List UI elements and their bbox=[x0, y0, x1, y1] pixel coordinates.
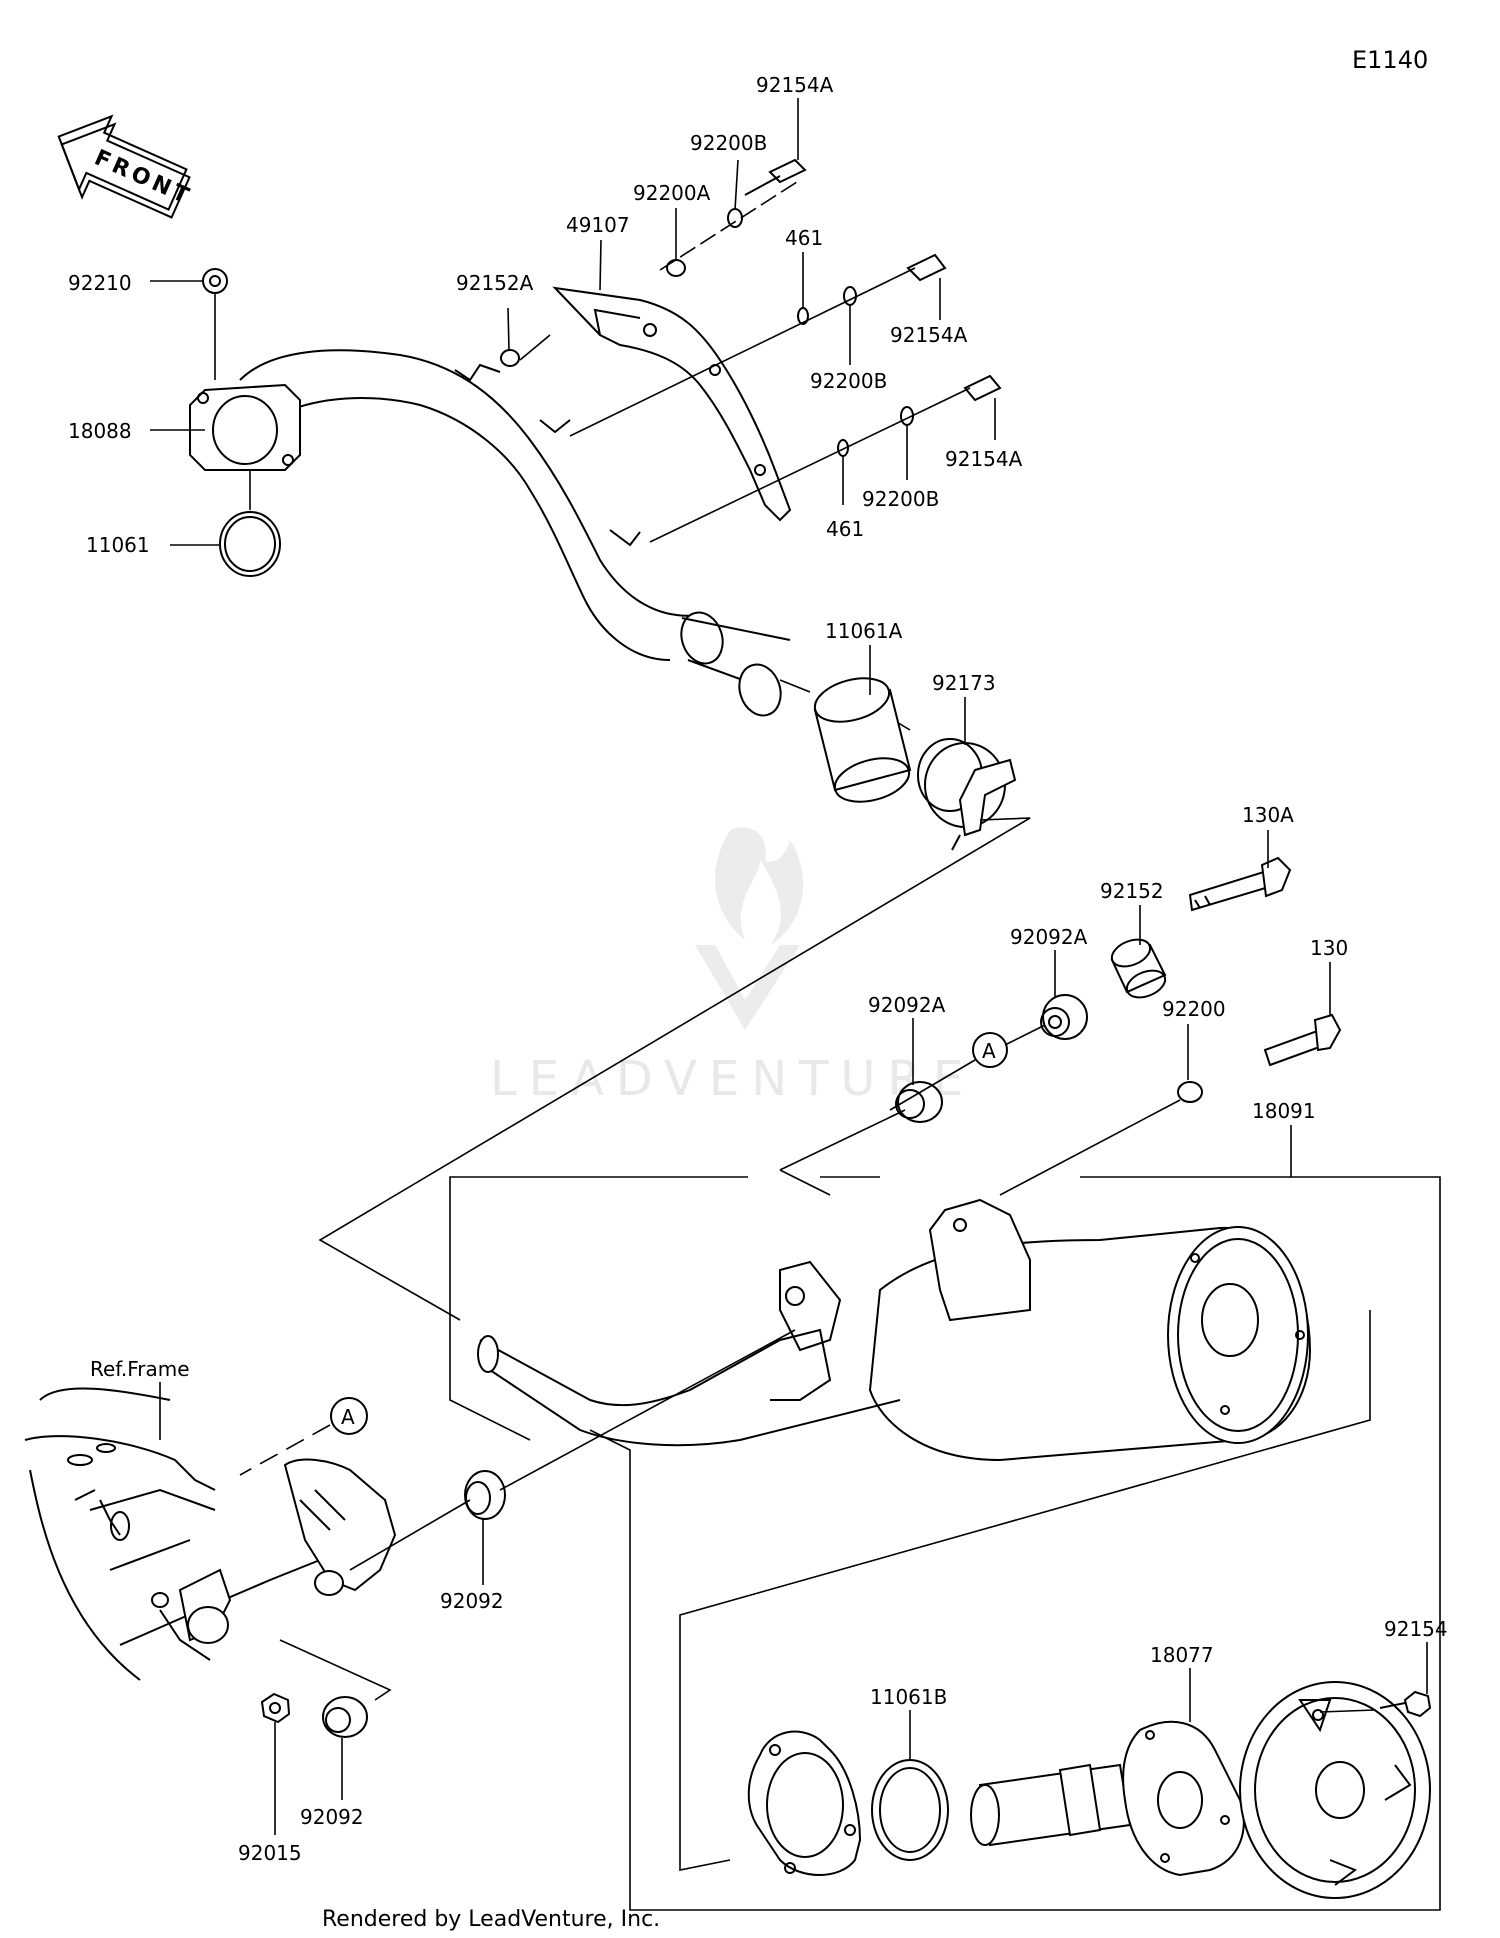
label-92200a: 92200A bbox=[633, 181, 711, 205]
label-18077: 18077 bbox=[1150, 1643, 1214, 1667]
label-92200b-mid: 92200B bbox=[810, 369, 887, 393]
collar-92152 bbox=[1110, 938, 1167, 999]
frame-reference bbox=[24, 1387, 397, 1681]
label-130a: 130A bbox=[1242, 803, 1294, 827]
grommet-92092a-left bbox=[895, 1081, 943, 1123]
nut-92015 bbox=[260, 1692, 291, 1724]
heat-guard bbox=[552, 286, 792, 522]
nut-92210 bbox=[202, 268, 228, 294]
header-flange bbox=[189, 383, 301, 471]
muffler-body bbox=[477, 1198, 1312, 1462]
bolt-92154a-low bbox=[963, 374, 1002, 402]
label-92092a-right: 92092A bbox=[1010, 925, 1088, 949]
label-92154a-top: 92154A bbox=[756, 73, 834, 97]
svg-text:A: A bbox=[341, 1405, 355, 1429]
washer-92200a bbox=[666, 259, 686, 277]
footer-credit: Rendered by LeadVenture, Inc. bbox=[322, 1907, 660, 1932]
label-92154a-low: 92154A bbox=[945, 447, 1023, 471]
label-11061b: 11061B bbox=[870, 1685, 947, 1709]
muffler-group-frame bbox=[449, 1176, 1441, 1911]
label-92200b-low: 92200B bbox=[862, 487, 939, 511]
label-11061a: 11061A bbox=[825, 619, 903, 643]
spark-arrestor-tube bbox=[970, 1763, 1132, 1847]
washer-92200 bbox=[1177, 1081, 1203, 1103]
spark-arrestor-flange bbox=[1122, 1720, 1245, 1877]
leader-lines bbox=[150, 98, 1428, 1835]
label-92200: 92200 bbox=[1162, 997, 1226, 1021]
label-461-low: 461 bbox=[826, 517, 864, 541]
grommet-92092-low bbox=[322, 1696, 368, 1738]
label-11061: 11061 bbox=[86, 533, 150, 557]
label-92092-low: 92092 bbox=[300, 1805, 364, 1829]
muffler-group-bracket bbox=[318, 817, 1031, 1321]
label-92210: 92210 bbox=[68, 271, 132, 295]
grommet-92092a-right bbox=[1040, 994, 1088, 1040]
label-92152a: 92152A bbox=[456, 271, 534, 295]
muffler-end-cap bbox=[1239, 1681, 1431, 1899]
label-92154a-mid: 92154A bbox=[890, 323, 968, 347]
label-18088: 18088 bbox=[68, 419, 132, 443]
bolt-130 bbox=[1263, 1013, 1342, 1067]
exhaust-clamp bbox=[917, 738, 1017, 851]
endcap-group-bracket bbox=[679, 1310, 1371, 1871]
exhaust-header-pipe bbox=[239, 349, 791, 717]
label-49107: 49107 bbox=[566, 213, 630, 237]
bolt-130a bbox=[1188, 856, 1292, 912]
label-130: 130 bbox=[1310, 936, 1348, 960]
bolt-92154 bbox=[1379, 1690, 1432, 1718]
pipe-sleeve-11061a bbox=[813, 677, 912, 803]
ref-marker-a-frame: A bbox=[330, 1397, 368, 1435]
label-92152: 92152 bbox=[1100, 879, 1164, 903]
label-18091: 18091 bbox=[1252, 1099, 1316, 1123]
label-92092-mid: 92092 bbox=[440, 1589, 504, 1613]
label-92015: 92015 bbox=[238, 1841, 302, 1865]
leadventure-logo-icon bbox=[695, 827, 804, 1030]
washer-92152a bbox=[500, 349, 520, 367]
label-92092a-left: 92092A bbox=[868, 993, 946, 1017]
grommet-92092-mid bbox=[464, 1470, 506, 1520]
gasket-11061b bbox=[871, 1759, 949, 1861]
front-arrow-icon: FRONT bbox=[57, 114, 196, 219]
exhaust-gasket bbox=[219, 511, 281, 577]
ref-frame-label: Ref.Frame bbox=[90, 1357, 190, 1381]
label-92173: 92173 bbox=[932, 671, 996, 695]
label-461-top: 461 bbox=[785, 226, 823, 250]
watermark-text: LEADVENTURE bbox=[490, 1051, 975, 1107]
mount-lines bbox=[239, 1024, 1181, 1476]
diagram-code: E1140 bbox=[1352, 46, 1428, 74]
endcap-gasket bbox=[747, 1730, 862, 1876]
assembly-lines bbox=[519, 179, 971, 731]
bolt-92154a-mid bbox=[906, 253, 947, 282]
label-92200b-top: 92200B bbox=[690, 131, 767, 155]
bolt-92154a-top bbox=[744, 158, 807, 196]
ref-marker-a-top: A bbox=[972, 1032, 1008, 1068]
label-92154: 92154 bbox=[1384, 1617, 1448, 1641]
svg-text:A: A bbox=[982, 1039, 996, 1063]
